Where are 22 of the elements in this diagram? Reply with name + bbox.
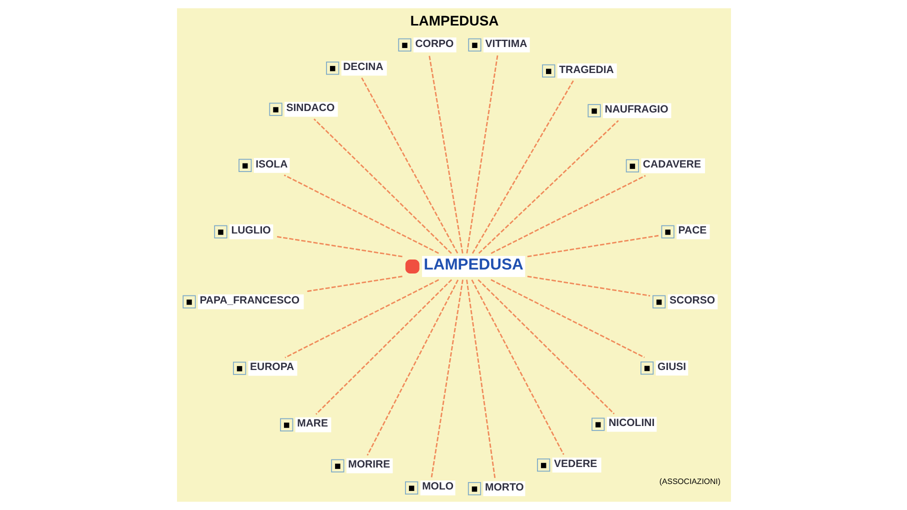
connector [490,279,644,358]
diagram-title: LAMPEDUSA [410,12,498,29]
connector [315,279,452,415]
connector [477,279,614,414]
connector [430,280,463,478]
connector [366,280,458,456]
connector [466,54,498,254]
connector [471,80,574,254]
connector [466,280,496,478]
connector [470,280,564,455]
connector [526,234,658,258]
connector [490,174,646,254]
connector [274,236,402,258]
connector [478,120,618,254]
label: (ASSOCIAZIONI) [658,477,720,486]
connector [306,276,402,292]
connector [360,77,458,254]
connector [428,54,463,254]
connector [283,174,438,254]
connector [526,276,650,296]
connector [284,279,439,358]
connector [313,118,452,254]
